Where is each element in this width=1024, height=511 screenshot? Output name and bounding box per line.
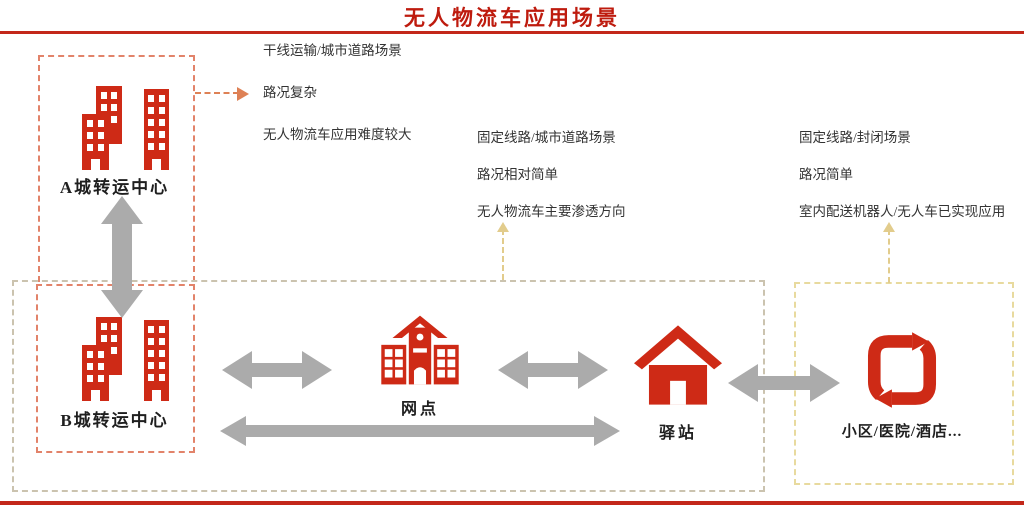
annotation-line: 室内配送机器人/无人车已实现应用 [799,204,1006,219]
dashed-arrow-line [195,92,239,94]
annotation-line: 无人物流车应用难度较大 [263,127,412,142]
cycle-loop-icon [858,328,946,412]
annotation-line: 路况相对简单 [477,167,558,182]
dashed-up-arrow-urban-note [496,222,510,280]
double-arrow-outlet-station [498,351,608,389]
up-arrow-line [502,229,504,280]
annotation-closed-scenario: 固定线路/封闭场景 路况简单 室内配送机器人/无人车已实现应用 [799,126,1005,237]
annotation-line: 固定线路/封闭场景 [799,130,911,145]
annotation-line: 路况复杂 [263,85,317,100]
annotation-line: 路况简单 [799,167,853,182]
label-center-b: B城转运中心 [60,411,169,430]
bottom-rule [0,501,1024,505]
outlet-building-icon [377,310,463,390]
double-arrow-a-b [101,196,143,318]
dashed-box-center-a [38,55,195,282]
annotation-urban-scenario: 固定线路/城市道路场景 路况相对简单 无人物流车主要渗透方向 [477,126,626,237]
up-arrow-head-icon [497,222,509,232]
double-arrow-station-community [728,364,840,402]
annotation-line: 干线运输/城市道路场景 [263,43,402,58]
double-arrow-b-station [220,416,620,446]
annotation-trunk-scenario: 干线运输/城市道路场景 路况复杂 无人物流车应用难度较大 [263,39,412,165]
up-arrow-head-icon [883,222,895,232]
top-rule [0,31,1024,34]
buildings-icon-center-b [70,315,178,403]
label-outlet: 网点 [400,401,439,418]
annotation-line: 无人物流车主要渗透方向 [477,204,626,219]
buildings-icon-center-a [70,84,178,172]
annotation-line: 固定线路/城市道路场景 [477,130,616,145]
label-station: 驿站 [658,425,697,442]
dashed-arrow-center-a-note [195,84,253,104]
page-title: 无人物流车应用场景 [404,6,620,30]
up-arrow-line [888,229,890,283]
dashed-up-arrow-closed-note [882,222,896,283]
label-community: 小区/医院/酒店... [841,424,963,440]
station-house-icon [634,323,722,407]
label-center-a: A城转运中心 [59,178,170,197]
dashed-arrow-head-icon [237,87,249,101]
double-arrow-b-outlet [222,351,332,389]
